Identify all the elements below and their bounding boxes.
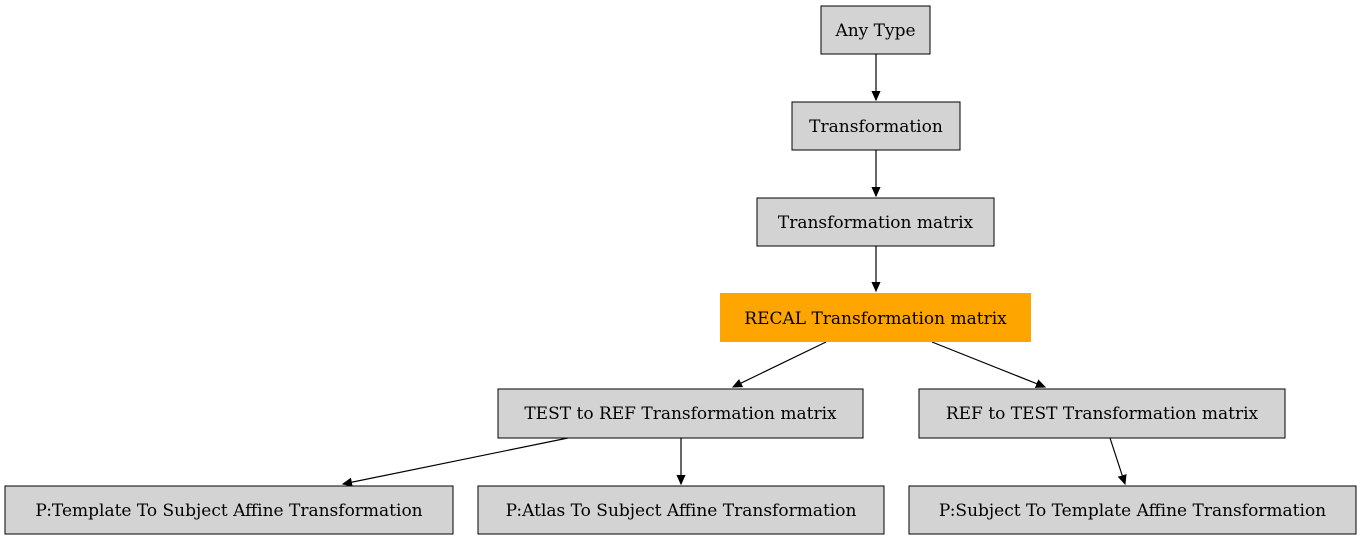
- node-box: [756, 197, 995, 247]
- node-atlas-to-subject-affine-transformation: P:Atlas To Subject Affine Transformation: [477, 485, 885, 535]
- node-label: REF to TEST Transformation matrix: [946, 404, 1259, 424]
- node-transformation: Transformation: [791, 101, 961, 151]
- edge-recal-to-ref-to-test: [931, 341, 1045, 387]
- node-label: P:Atlas To Subject Affine Transformation: [506, 501, 857, 521]
- edges: [343, 54, 1125, 484]
- edge-recal-to-test-to-ref: [733, 341, 827, 388]
- node-label: Any Type: [834, 21, 915, 41]
- node-label: TEST to REF Transformation matrix: [524, 404, 837, 424]
- node-recal-transformation-matrix: RECAL Transformation matrix: [720, 293, 1031, 342]
- node-label: P:Subject To Template Affine Transformat…: [939, 501, 1326, 521]
- node-any-type: Any Type: [820, 5, 931, 55]
- node-transformation-matrix: Transformation matrix: [756, 197, 995, 247]
- node-label: Transformation: [809, 117, 943, 137]
- node-label: P:Template To Subject Affine Transformat…: [35, 501, 422, 521]
- node-subject-to-template-affine-transformation: P:Subject To Template Affine Transformat…: [908, 485, 1357, 535]
- node-box: [908, 485, 1357, 535]
- node-box: [497, 388, 864, 439]
- edge-test-to-ref-to-template-to-subject: [343, 437, 569, 484]
- node-box: [918, 388, 1286, 439]
- edge-ref-to-test-to-subject-to-template: [1109, 437, 1125, 484]
- node-ref-to-test-transformation-matrix: REF to TEST Transformation matrix: [918, 388, 1286, 439]
- node-box: [820, 5, 931, 55]
- node-label: RECAL Transformation matrix: [744, 309, 1007, 329]
- node-box: [791, 101, 961, 151]
- node-box: [477, 485, 885, 535]
- node-label: Transformation matrix: [778, 213, 974, 233]
- node-template-to-subject-affine-transformation: P:Template To Subject Affine Transformat…: [4, 485, 454, 535]
- node-box: [720, 293, 1031, 342]
- node-box: [4, 485, 454, 535]
- node-test-to-ref-transformation-matrix: TEST to REF Transformation matrix: [497, 388, 864, 439]
